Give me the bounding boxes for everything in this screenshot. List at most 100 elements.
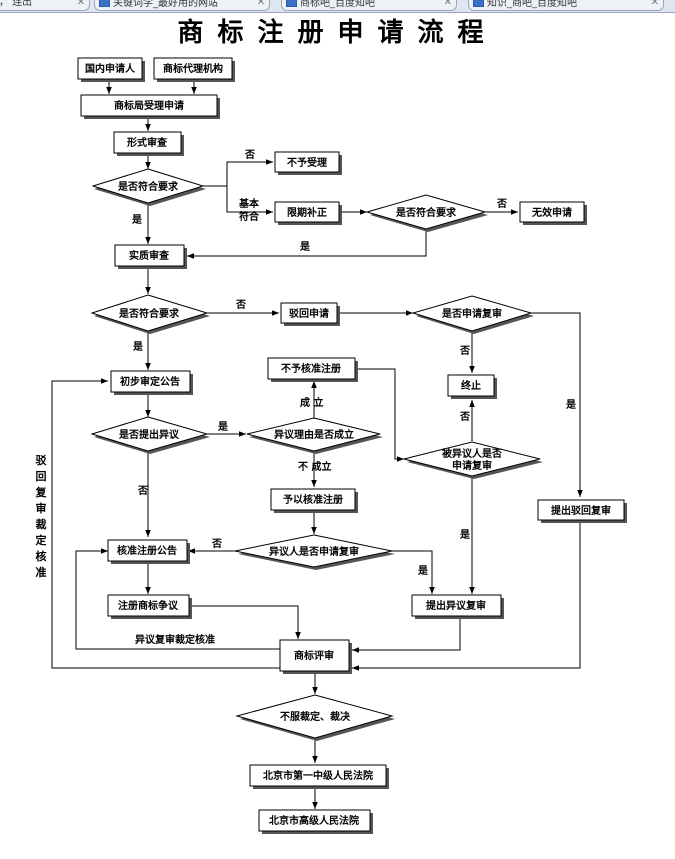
tab-label: ， 连出 — [0, 0, 33, 8]
node-court-1 — [249, 764, 387, 787]
node-domestic-applicant — [77, 57, 143, 80]
branch-label: 是 — [459, 529, 470, 541]
node-text: 商标代理机构 — [163, 62, 223, 75]
decision-8 — [234, 534, 393, 568]
node-text: 无效申请 — [531, 206, 572, 219]
close-icon[interactable]: ✕ — [443, 0, 452, 8]
branch-label: 符合 — [239, 210, 260, 223]
node-invalid — [519, 201, 585, 223]
tab-label: 商标吧_百度知吧 — [300, 0, 375, 9]
decision-6 — [246, 417, 381, 452]
branch-labels: 否 基本 符合 是 否 是 否 是 否 否 是 是 成 立 不 成立 否 是 否… — [131, 149, 576, 646]
branch-label: 是 — [299, 241, 310, 253]
page-icon — [286, 0, 297, 7]
node-text: 驳回申请 — [289, 307, 329, 320]
branch-label: 是 — [217, 421, 228, 433]
branch-label: 是 — [417, 565, 428, 577]
node-opp-review — [411, 594, 502, 617]
node-text: 形式审查 — [127, 136, 168, 149]
close-icon[interactable]: ✕ — [650, 0, 659, 8]
decision-9 — [235, 694, 394, 739]
branch-label: 基本 — [238, 197, 260, 210]
node-text: 商标局受理申请 — [114, 99, 184, 112]
browser-tab[interactable]: 知识_商吧_百度知吧 ✕ — [468, 0, 664, 11]
branch-label: 是 — [131, 214, 142, 226]
node-not-approve — [267, 357, 356, 380]
node-tribunal — [279, 639, 350, 672]
branch-label: 否 — [459, 411, 470, 423]
node-review-request — [537, 499, 625, 521]
node-text: 是否符合要求 — [395, 206, 457, 219]
node-text: 是否符合要求 — [118, 307, 180, 320]
node-text: 是否申请复审 — [441, 307, 502, 320]
node-text: 提出驳回复审 — [551, 504, 611, 517]
process-boxes: 国内申请人 商标代理机构 商标局受理申请 形式审查 不予受理 限期补正 无效申请… — [77, 57, 627, 834]
node-text: 不服裁定、裁决 — [280, 710, 351, 723]
branch-label: 异议复审裁定核准 — [135, 633, 215, 646]
page-icon — [473, 0, 484, 7]
decision-3 — [90, 294, 209, 332]
branch-label: 成 立 — [300, 396, 323, 409]
branch-label: 否 — [459, 345, 470, 357]
node-text: 北京市第一中级人民法院 — [263, 769, 373, 782]
node-text: 申请复审 — [452, 459, 492, 472]
node-text: 商标评审 — [294, 649, 334, 662]
node-substantive-review — [114, 244, 185, 267]
node-prelim-notice — [110, 370, 191, 393]
node-text: 不予核准注册 — [281, 362, 341, 375]
branch-label: 否 — [211, 538, 222, 550]
node-text: 予以核准注册 — [283, 493, 343, 506]
side-label: 驳回复审裁定核准 — [35, 454, 47, 579]
decision-1 — [91, 168, 205, 204]
node-approve — [270, 488, 356, 511]
node-text: 是否提出异议 — [118, 428, 180, 441]
page-icon — [99, 0, 110, 7]
branch-label: 否 — [235, 299, 246, 311]
browser-tab[interactable]: ， 连出 ✕ — [0, 0, 90, 11]
tab-label: 知识_商吧_百度知吧 — [487, 0, 577, 9]
node-text: 被异议人是否 — [442, 447, 502, 460]
branch-label: 不 成立 — [298, 460, 331, 473]
node-text: 异议人是否申请复审 — [269, 545, 359, 558]
browser-tab[interactable]: 关键词学_最好用的网站 ✕ — [94, 0, 270, 11]
connectors — [51, 80, 583, 809]
node-dispute — [107, 594, 190, 617]
node-agency — [153, 57, 233, 80]
node-text: 国内申请人 — [85, 62, 136, 75]
decision-5 — [90, 416, 209, 452]
node-text: 限期补正 — [287, 206, 327, 219]
node-text: 提出异议复审 — [426, 599, 486, 612]
node-text: 北京市高级人民法院 — [269, 814, 359, 827]
node-text: 不予受理 — [287, 156, 327, 169]
node-text: 实质审查 — [129, 249, 170, 262]
browser-tab-bar: ， 连出 ✕ 关键词学_最好用的网站 ✕ 商标吧_百度知吧 ✕ 知识_商吧_百度… — [0, 0, 675, 13]
close-icon[interactable]: ✕ — [256, 0, 265, 8]
branch-label: 是 — [132, 341, 143, 353]
node-text: 核准注册公告 — [117, 544, 177, 557]
browser-tab[interactable]: 商标吧_百度知吧 ✕ — [281, 0, 457, 11]
node-refuse — [280, 302, 338, 324]
node-reg-notice — [107, 539, 188, 562]
node-text: 初步审定公告 — [120, 375, 180, 388]
branch-label: 否 — [496, 198, 507, 210]
decision-7 — [403, 441, 541, 477]
node-text: 异议理由是否成立 — [274, 428, 354, 441]
node-terminate — [447, 374, 495, 397]
node-text: 注册商标争议 — [118, 599, 179, 612]
node-accept — [80, 94, 218, 117]
node-text: 终止 — [461, 379, 481, 392]
node-text: 是否符合要求 — [117, 180, 179, 193]
branch-label: 是 — [565, 399, 576, 411]
decision-2 — [365, 194, 487, 230]
node-court-2 — [258, 809, 371, 832]
node-correction — [274, 201, 340, 223]
node-formal-review — [113, 131, 182, 154]
branch-label: 否 — [244, 149, 255, 161]
tab-label: 关键词学_最好用的网站 — [113, 0, 218, 9]
decision-diamonds: 是否符合要求 是否符合要求 是否符合要求 是否申请复审 是否提出异议 异议理由是… — [90, 168, 543, 741]
node-not-accepted — [274, 151, 340, 173]
branch-label: 否 — [137, 485, 148, 497]
decision-4 — [411, 295, 533, 332]
close-icon[interactable]: ✕ — [76, 0, 85, 8]
